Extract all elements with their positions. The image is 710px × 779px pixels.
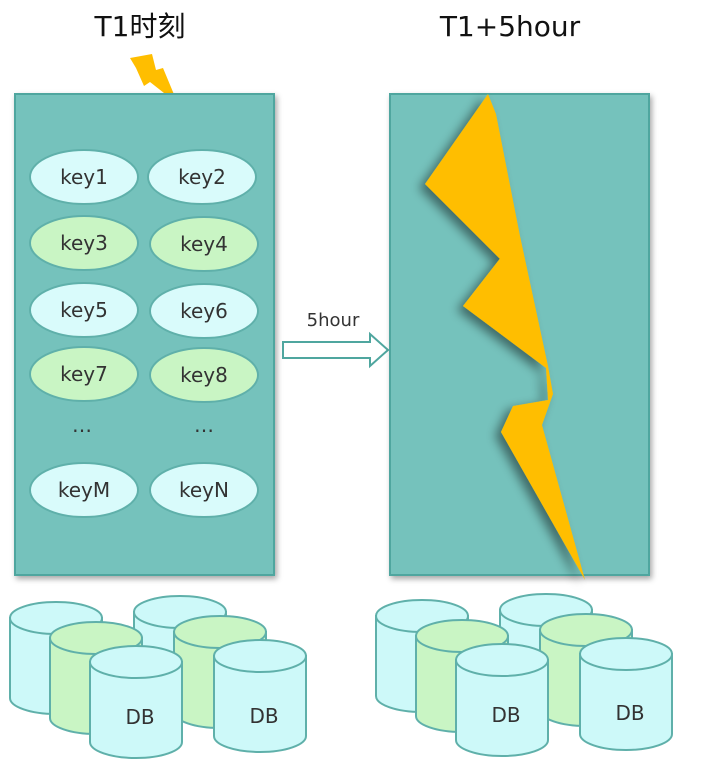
big-lightning-icon (425, 94, 585, 580)
small-lightning-icon (130, 54, 178, 104)
db-label: DB (491, 703, 520, 727)
key-label: keyM (58, 478, 110, 502)
key-label: key1 (60, 165, 108, 189)
key-item: key6 (149, 283, 259, 339)
db-cylinder: DB (89, 645, 183, 759)
ellipsis-right: … (194, 413, 214, 437)
right-panel-title: T1+5hour (439, 10, 581, 43)
key-item: key5 (29, 282, 139, 338)
key-label: key4 (180, 232, 228, 256)
key-item: key2 (147, 149, 257, 205)
key-label: key2 (178, 165, 226, 189)
key-label: key7 (60, 362, 108, 386)
key-item: key3 (29, 215, 139, 271)
key-item: key7 (29, 346, 139, 402)
right-arrow-icon (282, 331, 390, 369)
key-item: keyM (29, 462, 139, 518)
db-cylinder: DB (213, 639, 307, 753)
key-label: key5 (60, 298, 108, 322)
key-item: keyN (149, 462, 259, 518)
db-cylinder: DB (455, 643, 549, 757)
key-item: key1 (29, 149, 139, 205)
right-db-cluster: DB DB (375, 593, 673, 757)
db-label: DB (615, 701, 644, 725)
key-label: key6 (180, 299, 228, 323)
ellipsis-left: … (72, 413, 92, 437)
key-label: key8 (180, 363, 228, 387)
arrow-label: 5hour (307, 310, 360, 331)
db-label: DB (249, 704, 278, 728)
db-label: DB (125, 705, 154, 729)
db-cylinder: DB (579, 637, 673, 751)
key-item: key4 (149, 216, 259, 272)
key-grid: key1 key2 key3 key4 key5 key6 key7 key8 (29, 149, 259, 518)
key-label: keyN (179, 478, 229, 502)
left-panel-title: T1时刻 (94, 10, 186, 43)
key-label: key3 (60, 231, 108, 255)
left-db-cluster: DB DB (9, 595, 307, 759)
key-item: key8 (149, 347, 259, 403)
